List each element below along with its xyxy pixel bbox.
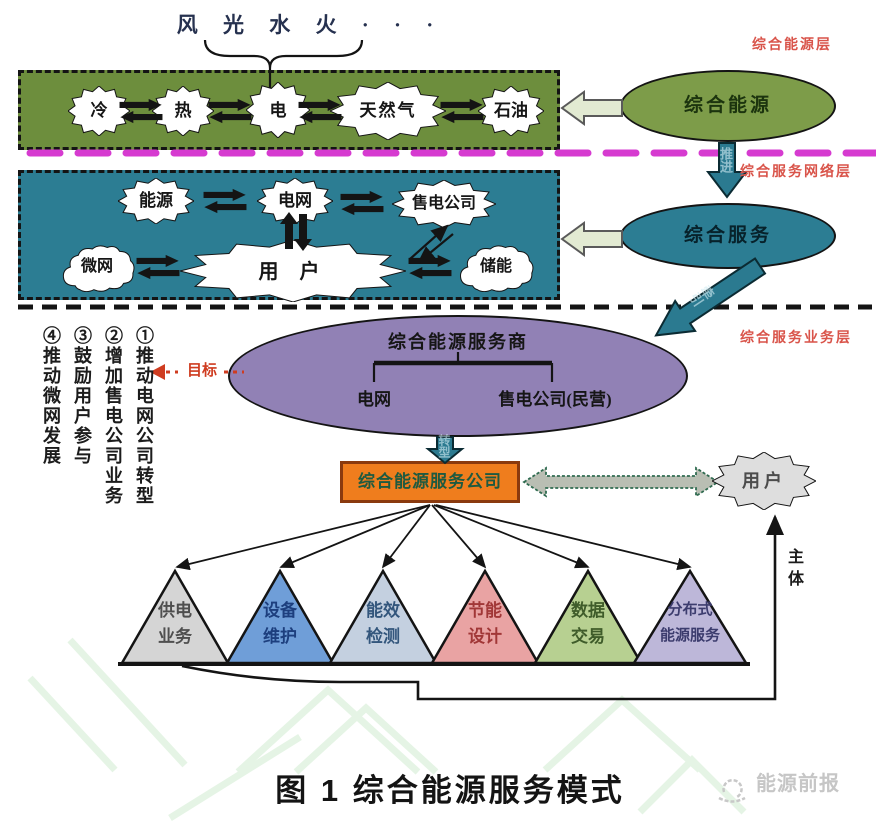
node-retailer: 售电公司 bbox=[411, 194, 476, 212]
flow-label-pull: 牵引 bbox=[686, 281, 717, 309]
service-1-line1: 供电 bbox=[158, 601, 192, 621]
hollow-left-arrows bbox=[560, 90, 623, 257]
goal-item-1: ①推动电网公司转型 bbox=[134, 326, 154, 506]
brand-logo-icon bbox=[718, 778, 746, 803]
flow-label-push: 推进 bbox=[718, 147, 733, 173]
node-user-main: 用 户 bbox=[258, 260, 328, 283]
service-ellipse-label: 综合服务 bbox=[683, 225, 772, 247]
service-2-line1: 设备 bbox=[263, 601, 297, 621]
service-2-line2: 维护 bbox=[263, 627, 297, 647]
primary-sources-label: 风 光 水 火 · · · bbox=[176, 12, 444, 37]
figure-caption: 图 1 综合能源服务模式 bbox=[275, 773, 625, 809]
node-storage: 储能 bbox=[479, 257, 512, 275]
layer-label-energy: 综合能源层 bbox=[752, 36, 832, 52]
goal-item-3: ③鼓励用户参与 bbox=[72, 326, 92, 466]
service-6-line2: 能源服务 bbox=[659, 628, 720, 645]
service-6-line1: 分布式 bbox=[667, 602, 713, 619]
service-3-line1: 能效 bbox=[366, 601, 400, 621]
service-5-line1: 数据 bbox=[571, 601, 605, 621]
subject-label: 主体 bbox=[785, 548, 802, 592]
goal-item-4: ④推动微网发展 bbox=[41, 326, 61, 466]
user-node-label: 用户 bbox=[742, 470, 786, 491]
node-microgrid: 微网 bbox=[80, 257, 113, 275]
service-fan-lines bbox=[175, 504, 692, 571]
node-natural-gas: 天然气 bbox=[359, 101, 417, 121]
node-heat: 热 bbox=[174, 101, 192, 121]
node-electricity: 电 bbox=[269, 101, 287, 121]
provider-child-retailer: 售电公司(民营) bbox=[498, 390, 612, 410]
node-oil: 石油 bbox=[494, 101, 528, 121]
layer-label-business: 综合服务业务层 bbox=[740, 329, 852, 345]
node-grid: 电网 bbox=[278, 191, 312, 211]
flow-label-transform: 转型 bbox=[437, 434, 451, 458]
provider-child-grid: 电网 bbox=[357, 390, 391, 410]
layer-label-network: 综合服务网络层 bbox=[740, 163, 852, 179]
node-cold: 冷 bbox=[90, 101, 108, 121]
service-1-line2: 业务 bbox=[158, 627, 192, 647]
sources-ellipsis: · · · bbox=[361, 12, 444, 37]
node-energy: 能源 bbox=[139, 191, 173, 211]
energy-ellipse-label: 综合能源 bbox=[683, 95, 772, 117]
company-box-label: 综合能源服务公司 bbox=[358, 472, 502, 492]
goal-label: 目标 bbox=[186, 363, 217, 380]
service-5-line2: 交易 bbox=[571, 627, 605, 647]
energy-ellipse bbox=[620, 70, 836, 142]
company-user-arrow bbox=[522, 466, 720, 498]
service-4-line1: 节能 bbox=[468, 601, 502, 621]
provider-title: 综合能源服务商 bbox=[388, 331, 528, 352]
service-4-line2: 设计 bbox=[468, 627, 502, 647]
brand-watermark: 能源前报 bbox=[756, 773, 840, 795]
goal-item-2: ②增加售电公司业务 bbox=[103, 326, 123, 506]
service-3-line2: 检测 bbox=[366, 627, 400, 647]
